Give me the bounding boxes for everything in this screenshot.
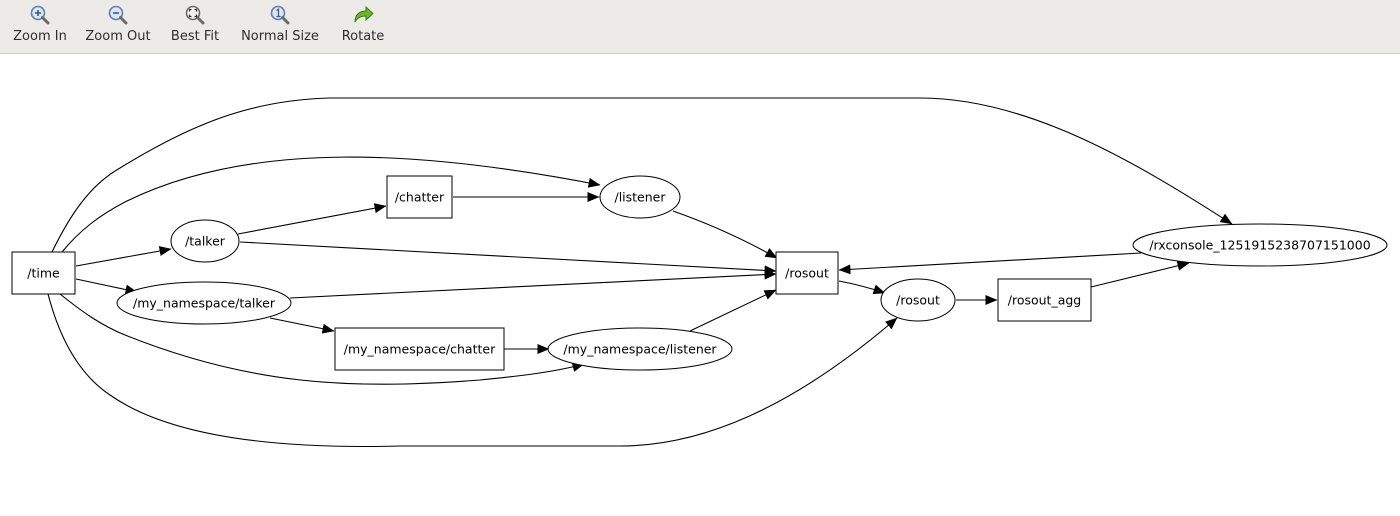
best-fit-label: Best Fit	[170, 29, 220, 44]
node-rosout-topic-label: /rosout	[785, 266, 829, 281]
normal-size-icon	[270, 5, 290, 25]
zoom-out-icon	[108, 5, 128, 25]
zoom-out-label: Zoom Out	[85, 29, 151, 44]
graph-nodes: /time /talker /chatter /listener /rosout…	[11, 175, 1388, 371]
normal-size-label: Normal Size	[241, 29, 319, 44]
edge-rosout-agg-rxconsole	[1090, 260, 1190, 288]
graph-edges	[47, 97, 1233, 448]
edge-talker-chatter	[237, 203, 387, 235]
edge-talker-rosout	[239, 241, 777, 276]
best-fit-button[interactable]: Best Fit	[170, 4, 220, 50]
node-talker-label: /talker	[185, 234, 226, 249]
node-rosout-node[interactable]: /rosout	[880, 278, 956, 322]
rotate-icon	[354, 5, 374, 23]
node-rxconsole-label: /rxconsole_1251915238707151000	[1149, 238, 1370, 253]
edge-time-ns-talker	[75, 278, 138, 295]
node-talker[interactable]: /talker	[170, 219, 240, 263]
edge-ns-talker-rosout	[289, 269, 777, 299]
edge-listener-rosout	[672, 210, 778, 259]
rotate-button[interactable]: Rotate	[341, 4, 385, 50]
node-ns-listener[interactable]: /my_namespace/listener	[547, 327, 733, 371]
node-chatter-label: /chatter	[395, 190, 445, 205]
node-ns-chatter[interactable]: /my_namespace/chatter	[334, 327, 505, 371]
zoom-in-icon	[30, 5, 50, 25]
node-time[interactable]: /time	[11, 251, 76, 295]
normal-size-button[interactable]: Normal Size	[240, 4, 320, 50]
node-ns-chatter-label: /my_namespace/chatter	[344, 342, 496, 357]
rotate-label: Rotate	[341, 29, 385, 44]
node-ns-talker[interactable]: /my_namespace/talker	[116, 281, 292, 325]
edge-rxconsole-rosout	[838, 252, 1142, 275]
graph-svg: /time /talker /chatter /listener /rosout…	[11, 97, 1388, 448]
node-ns-listener-label: /my_namespace/listener	[563, 342, 717, 357]
edge-time-listener	[61, 156, 601, 253]
node-rosout-agg-label: /rosout_agg	[1008, 293, 1082, 308]
node-rosout-topic[interactable]: /rosout	[775, 251, 839, 295]
edge-time-ns-listener	[59, 293, 585, 385]
edge-time-rosout-node	[47, 293, 898, 448]
node-rxconsole[interactable]: /rxconsole_1251915238707151000	[1132, 223, 1388, 267]
edge-rosout-rosout-node	[838, 280, 886, 295]
best-fit-icon	[185, 5, 205, 25]
node-chatter[interactable]: /chatter	[386, 175, 453, 219]
toolbar: Zoom In Zoom Out Best Fit Normal Size Ro…	[0, 0, 1400, 54]
graph-canvas[interactable]: /time /talker /chatter /listener /rosout…	[0, 55, 1400, 512]
zoom-in-button[interactable]: Zoom In	[13, 4, 67, 50]
zoom-out-button[interactable]: Zoom Out	[85, 4, 151, 50]
node-rosout-agg[interactable]: /rosout_agg	[997, 278, 1092, 322]
node-listener-label: /listener	[614, 190, 666, 205]
edge-ns-talker-ns-chatter	[269, 317, 335, 334]
node-listener[interactable]: /listener	[599, 175, 681, 219]
node-rosout-node-label: /rosout	[896, 293, 940, 308]
edge-time-rxconsole	[51, 97, 1233, 253]
edge-ns-listener-rosout	[689, 289, 777, 332]
edge-time-talker	[75, 246, 172, 267]
node-time-label: /time	[27, 266, 60, 281]
zoom-in-label: Zoom In	[13, 29, 67, 44]
node-ns-talker-label: /my_namespace/talker	[133, 296, 276, 311]
